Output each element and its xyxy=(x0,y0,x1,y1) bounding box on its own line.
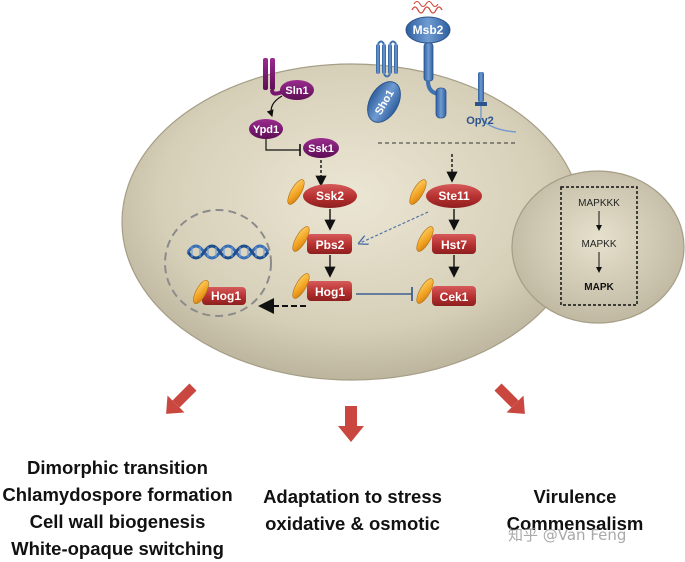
sho1-receptor: Sho1 xyxy=(367,40,401,123)
ssk1-node: Ssk1 xyxy=(303,138,339,158)
ypd1-inhibits-ssk1 xyxy=(265,139,300,151)
msb2-label: Msb2 xyxy=(413,23,444,37)
pbs2-label: Pbs2 xyxy=(316,238,345,252)
ypd1-label: Ypd1 xyxy=(253,124,279,136)
outcome-text: Virulence xyxy=(533,486,617,507)
legend-mapk: MAPK xyxy=(584,282,614,293)
legend-mapkk: MAPKK xyxy=(581,239,616,250)
nuclear-hog1-label: Hog1 xyxy=(211,289,241,303)
outcome-text: White-opaque switching xyxy=(11,538,224,559)
ssk2-node: Ssk2 xyxy=(287,179,357,208)
watermark: 知乎 @Van Feng xyxy=(508,526,627,544)
nuclear-hog1-node: Hog1 xyxy=(193,279,246,305)
dna-icon xyxy=(186,244,270,260)
outcome-text: Chlamydospore formation xyxy=(2,484,233,505)
mapk-legend-box xyxy=(560,186,638,306)
phosphate-icon xyxy=(416,278,434,304)
cek1-node: Cek1 xyxy=(416,278,476,306)
legend-mapkkk: MAPKKK xyxy=(578,198,620,209)
sln1-receptor: Sln1 xyxy=(263,58,314,100)
outcome-text: Adaptation to stress xyxy=(263,486,442,507)
yeast-bud xyxy=(511,170,685,324)
outcome-left-list: Dimorphic transition Chlamydospore forma… xyxy=(0,454,235,562)
outcome-arrow-left xyxy=(166,383,197,414)
msb2-receptor: Msb2 xyxy=(405,0,451,119)
ste11-to-pbs2-crosstalk-arrow xyxy=(360,211,429,243)
phosphate-icon xyxy=(287,179,305,205)
pbs2-node: Pbs2 xyxy=(292,226,352,254)
outcome-text: Dimorphic transition xyxy=(27,457,208,478)
cek1-label: Cek1 xyxy=(440,290,469,304)
outcome-right-list: Virulence Commensalism xyxy=(490,483,660,537)
outcome-middle-list: Adaptation to stress oxidative & osmotic xyxy=(245,483,460,537)
sln1-to-ypd1-arrow xyxy=(266,95,283,118)
outcome-text: oxidative & osmotic xyxy=(265,513,440,534)
ste11-node: Ste11 xyxy=(409,179,482,208)
ssk1-label: Ssk1 xyxy=(308,143,334,155)
phosphate-icon xyxy=(193,279,209,305)
nucleus xyxy=(164,209,272,317)
hst7-node: Hst7 xyxy=(416,226,476,254)
opy2-receptor: Opy2 xyxy=(466,72,517,133)
phosphate-icon xyxy=(292,273,310,299)
yeast-cell xyxy=(121,63,583,381)
outcome-arrow-middle xyxy=(338,406,364,442)
phosphate-icon xyxy=(292,226,310,252)
hog1-label: Hog1 xyxy=(315,285,345,299)
hog1-node: Hog1 xyxy=(292,273,352,301)
phosphate-icon xyxy=(416,226,434,252)
ste11-label: Ste11 xyxy=(438,189,470,203)
hst7-label: Hst7 xyxy=(441,238,467,252)
outcome-text: Cell wall biogenesis xyxy=(29,511,206,532)
phosphate-icon xyxy=(409,179,427,205)
opy2-label: Opy2 xyxy=(466,115,494,127)
sln1-label: Sln1 xyxy=(285,85,308,97)
ypd1-node: Ypd1 xyxy=(249,119,283,139)
ssk2-label: Ssk2 xyxy=(316,189,344,203)
outcome-text: Commensalism xyxy=(506,513,644,534)
outcome-arrow-right xyxy=(494,383,525,414)
